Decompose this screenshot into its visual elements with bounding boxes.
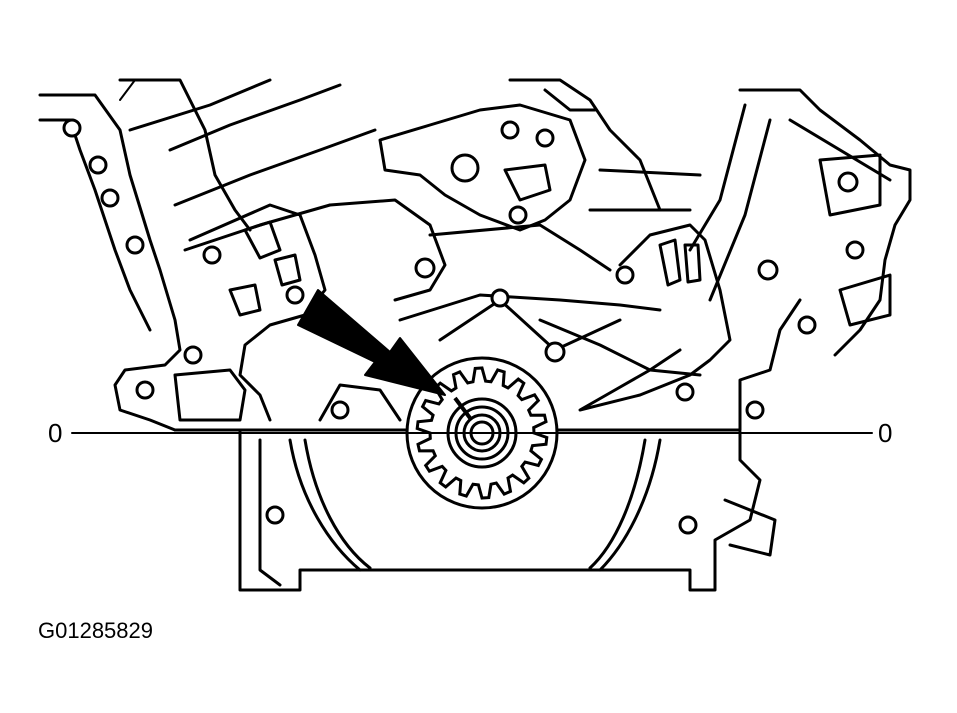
left-cylinder-head [38, 78, 377, 432]
upper-center-bracket [328, 103, 612, 302]
arrow-icon [297, 289, 446, 396]
timing-mark-left: 0 [48, 418, 62, 448]
sprocket-timing-keyway [453, 396, 472, 420]
left-bracket [173, 203, 327, 422]
right-cylinder-head [508, 78, 912, 357]
right-lower-bracket [398, 223, 765, 420]
timing-mark-right: 0 [878, 418, 892, 448]
figure-id: G01285829 [38, 618, 153, 643]
engine-block [173, 298, 802, 592]
